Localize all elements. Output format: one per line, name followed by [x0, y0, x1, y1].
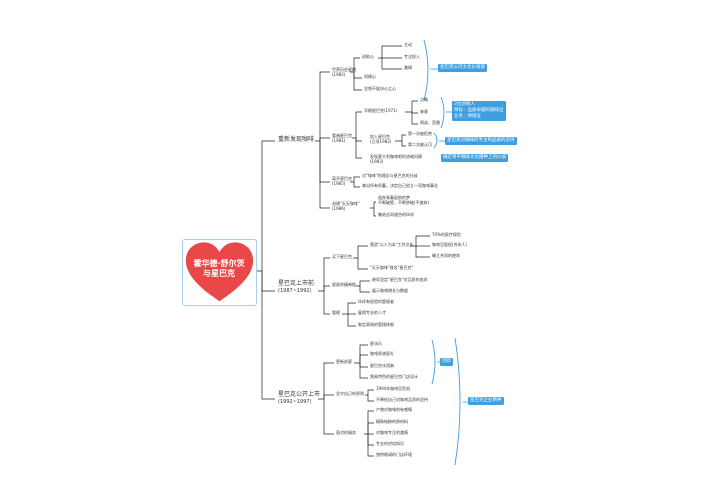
node-label[interactable]: 离开星巴克: [332, 176, 352, 181]
summary-bracket: [454, 337, 461, 466]
leaf[interactable]: 雇佣专业的人才: [358, 310, 386, 315]
badge-line: 业务：烘焙豆: [454, 114, 481, 120]
leaf[interactable]: 激情: [404, 65, 412, 70]
node-label[interactable]: 创建"天天咖啡": [332, 201, 360, 206]
summary-badge[interactable]: 3位创始人 目标：品质卓越的咖啡豆 业务：烘焙豆: [452, 101, 506, 122]
summary-badge[interactable]: 确定将平咖啡文化播种上的价值: [441, 154, 508, 162]
summary-bracket: [423, 39, 429, 101]
root-title: 霍华德·舒尔茨 与星巴克: [189, 259, 249, 280]
leaf-sub: (1983): [370, 159, 384, 164]
root-title-line1: 霍华德·舒尔茨: [193, 259, 245, 268]
leaf[interactable]: 星巴克冰淇淋: [370, 363, 394, 368]
leaf[interactable]: 对"咖啡"的理念与星巴克的分歧: [362, 173, 418, 178]
leaf[interactable]: 展示咖啡增长与数据: [372, 288, 408, 293]
root-node[interactable]: 霍华德·舒尔茨 与星巴克: [182, 239, 257, 306]
leaf[interactable]: 两弟、西雅: [420, 120, 440, 125]
leaf[interactable]: 进取心: [362, 54, 374, 59]
leaf[interactable]: 坚韧不拔决心之心: [364, 86, 396, 91]
node-label[interactable]: 管理: [332, 310, 340, 315]
heart-icon: [185, 242, 254, 302]
node-sub: (1985): [332, 181, 346, 186]
leaf[interactable]: 第二次被认可: [408, 142, 432, 147]
leaf[interactable]: 主动: [404, 42, 412, 47]
leaf[interactable]: 精致纯粹的原材料: [376, 419, 408, 424]
node-label[interactable]: 世界历史星瞰: [332, 67, 356, 72]
leaf[interactable]: 1994年咖啡豆危机: [376, 386, 411, 391]
summary-badge[interactable]: 星巴克对咖啡的专注和品质的坚持: [445, 137, 517, 145]
node-label[interactable]: 坚守自己的原则: [336, 391, 364, 396]
leaf[interactable]: 确立共同的使命: [432, 253, 460, 258]
badge-line: 3位创始人: [454, 102, 475, 107]
node-sub: (1986): [332, 206, 346, 211]
leaf[interactable]: 产物对咖啡的有感情: [376, 407, 412, 412]
leaf[interactable]: 对咖啡专注的激情: [376, 430, 408, 435]
node-label[interactable]: 买下星巴克: [332, 254, 352, 259]
leaf[interactable]: 独特格调的门店环境: [376, 452, 412, 457]
leaf[interactable]: 制定高效的管理体制: [358, 322, 394, 327]
branch-title[interactable]: 星巴克公开上市: [278, 391, 321, 398]
branch-subtitle: (1992~1997): [278, 399, 312, 405]
summary-badge[interactable]: 星巴克企业精神: [468, 397, 504, 405]
leaf[interactable]: 独具特色的星巴克门店设计: [370, 374, 418, 379]
leaf[interactable]: 早期星巴克(1971): [364, 108, 398, 113]
leaf[interactable]: 加入星巴克: [370, 134, 390, 139]
branch-title[interactable]: 星巴克上市前: [278, 280, 315, 287]
leaf[interactable]: 来意: [420, 109, 428, 114]
summary-bracket: [440, 96, 445, 129]
leaf[interactable]: 专业的烘焙知识: [376, 441, 404, 446]
leaf[interactable]: 星冰乐: [370, 341, 382, 346]
node-sub: (1981): [332, 138, 346, 143]
leaf[interactable]: 集结志同道合的伙伴: [378, 212, 414, 217]
node-sub: (1982): [332, 72, 346, 77]
branch-title[interactable]: 重新发现咖啡: [278, 136, 315, 143]
leaf[interactable]: "天天咖啡"改名"星巴克": [370, 265, 414, 270]
leaf[interactable]: 咖啡豆股权(合伙人): [432, 242, 468, 247]
leaf[interactable]: 点睛: [420, 97, 428, 102]
leaf[interactable]: 拿出所有积蓄，决定自己创立一项咖啡事业: [362, 183, 438, 188]
branch-subtitle: (1987~1992): [278, 288, 312, 294]
leaf[interactable]: 营造"以人为本"工作文化: [370, 242, 414, 247]
leaf[interactable]: 专注投入: [404, 54, 420, 59]
summary-bracket: [433, 132, 438, 149]
summary-bracket: [431, 339, 436, 385]
leaf-sub: (立项1982): [370, 139, 392, 144]
leaf[interactable]: 咖啡原液星礼: [370, 351, 394, 356]
leaf[interactable]: 不降低自己对咖啡品质的坚持: [376, 397, 428, 402]
leaf[interactable]: 伙伴有经验的管理者: [358, 299, 394, 304]
node-label[interactable]: 更新创意: [336, 359, 352, 364]
leaf[interactable]: 第一次被拒绝: [408, 131, 432, 136]
node-label[interactable]: 星星的精神链: [332, 282, 356, 287]
leaf[interactable]: 道奔青春起航的梦: [378, 195, 410, 200]
leaf[interactable]: 同情心: [364, 74, 376, 79]
node-label[interactable]: 面对的服务: [336, 430, 356, 435]
leaf[interactable]: 继续坚定"星巴克"对品质的追求: [372, 277, 428, 282]
node-label[interactable]: 看遍星巴克: [332, 133, 352, 138]
summary-badge[interactable]: 星巴克公司文化价值观: [438, 64, 487, 72]
root-title-line2: 与星巴克: [203, 269, 235, 279]
summary-badge[interactable]: 创新: [440, 358, 453, 366]
leaf[interactable]: 发现意大利咖啡吧的浓缩风情: [370, 154, 422, 159]
badge-line: 目标：品质卓越的咖啡豆: [454, 108, 504, 114]
leaf[interactable]: 70%的医疗保险: [432, 232, 461, 237]
leaf[interactable]: 不断破壁，不断突破(不放弃): [378, 200, 430, 205]
